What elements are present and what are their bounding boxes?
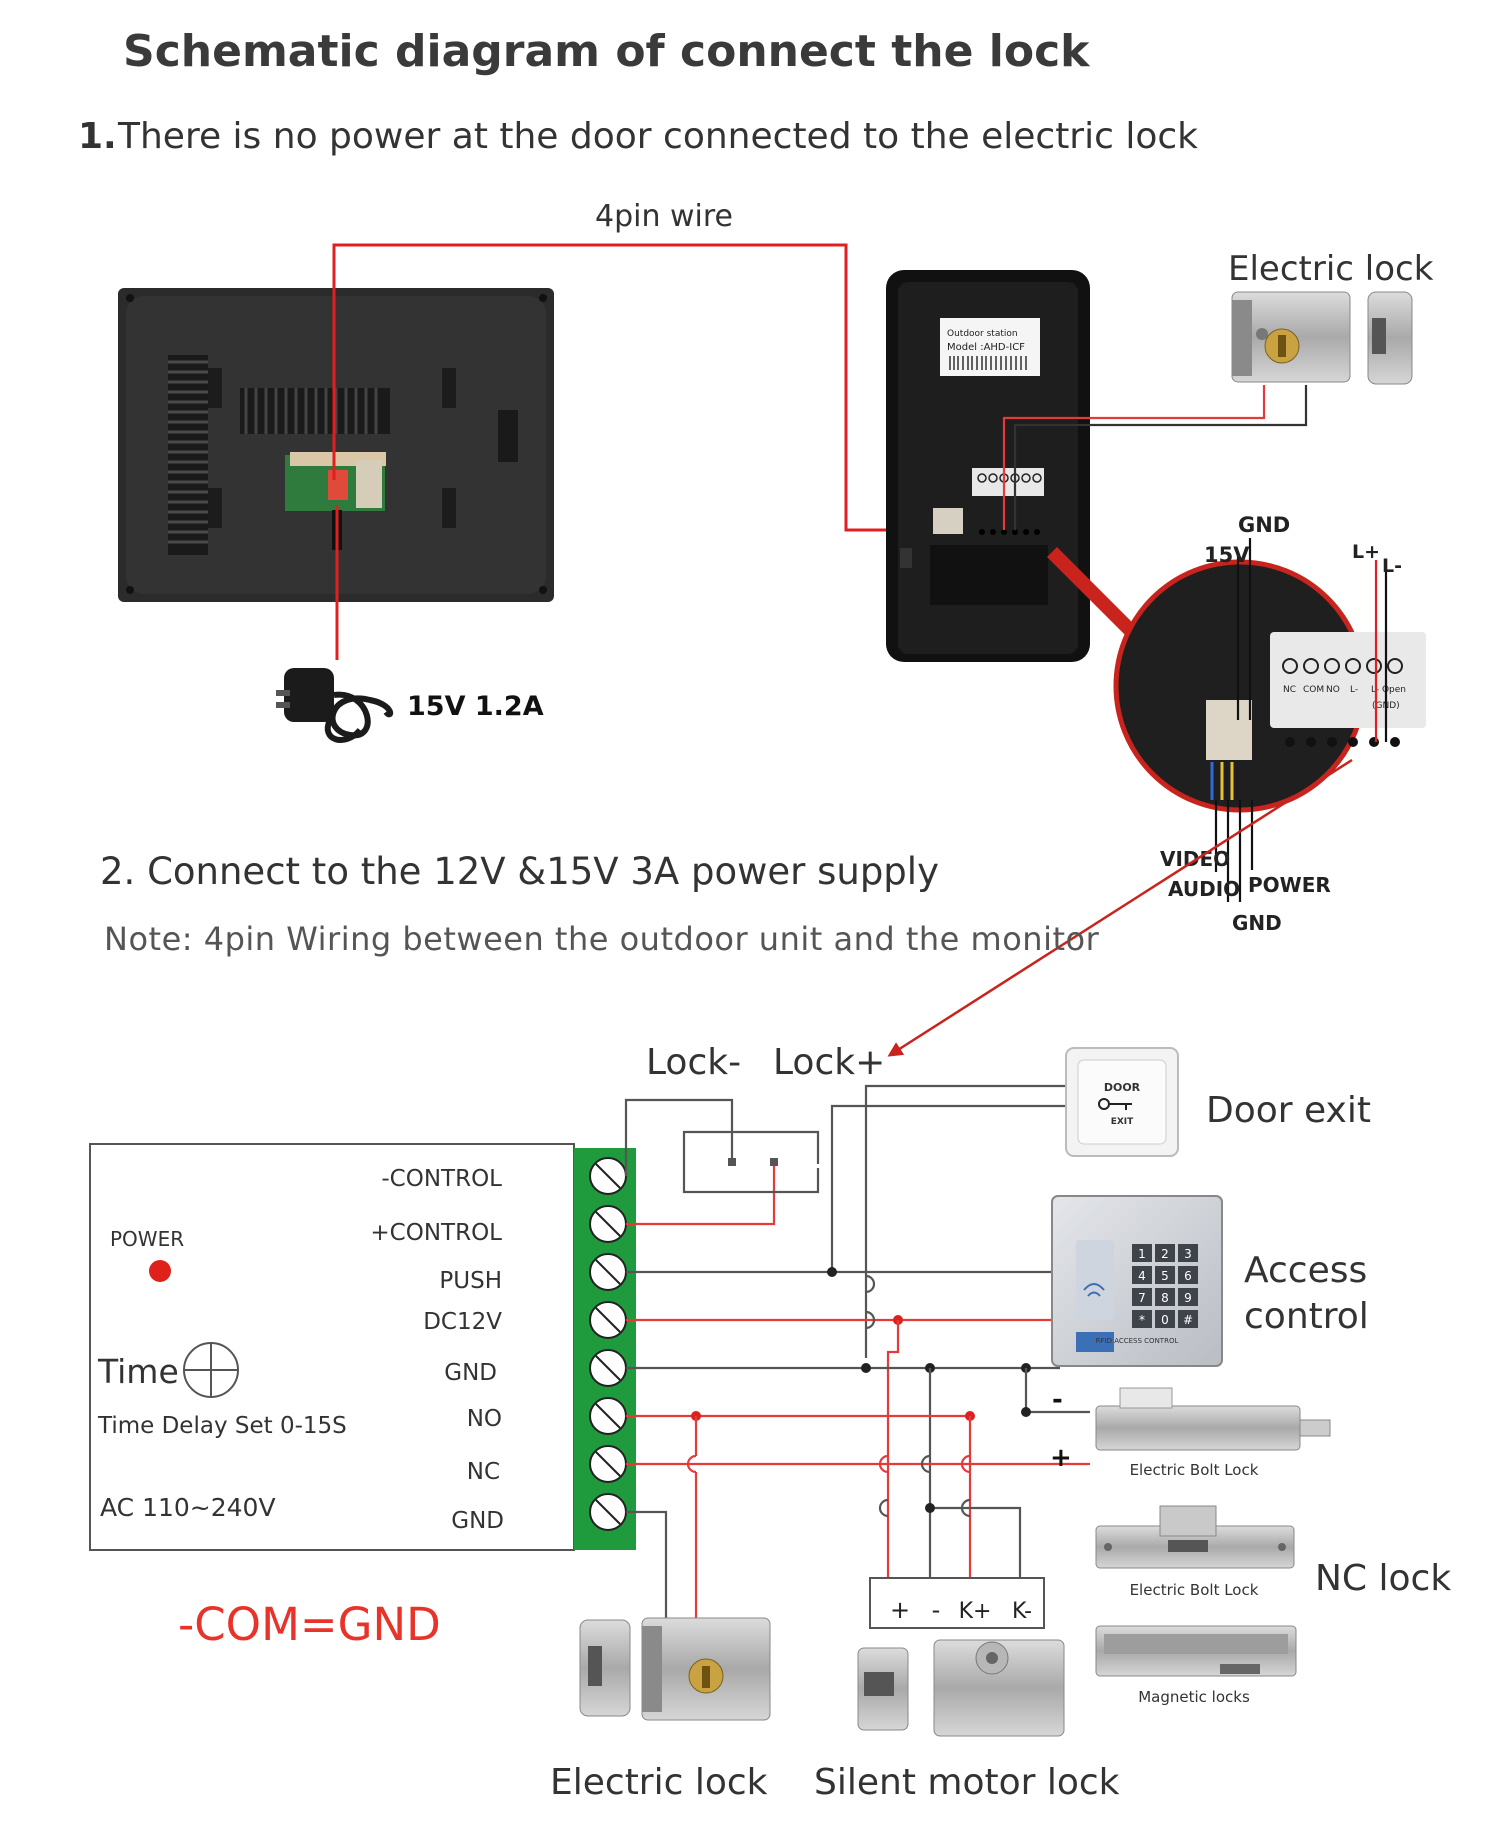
section2-note: Note: 4pin Wiring between the outdoor un… <box>104 920 1100 958</box>
key-3: 3 <box>1184 1247 1192 1261</box>
power-led <box>149 1260 171 1282</box>
door-exit-button-icon <box>1065 1047 1179 1157</box>
lock-minus-label: Lock- <box>646 1042 741 1083</box>
key-8: 8 <box>1161 1291 1169 1305</box>
door-exit-bottom: EXIT <box>1111 1117 1134 1127</box>
key-4: 4 <box>1138 1269 1146 1283</box>
electric-lock-icon-bottom <box>579 1617 771 1721</box>
zoom-terminal-com: COM <box>1303 685 1324 695</box>
controller-power-label: POWER <box>110 1227 184 1251</box>
key-0: 0 <box>1161 1313 1169 1327</box>
terminal-labels: -CONTROL +CONTROL PUSH DC12V GND NO NC G… <box>370 1166 504 1534</box>
terminal-label-gnd1: GND <box>444 1360 497 1386</box>
zoom-terminal-no: NO <box>1326 685 1340 695</box>
magnetic-lock-icon <box>1095 1625 1297 1677</box>
wire-label: 4pin wire <box>595 199 733 234</box>
adapter-label: 15V 1.2A <box>407 691 544 722</box>
access-control-label-2: control <box>1244 1296 1369 1337</box>
time-dial-icon <box>183 1342 239 1398</box>
sticker-line1: Outdoor station <box>947 329 1018 339</box>
nc-lock-label: NC lock <box>1315 1558 1451 1599</box>
key-5: 5 <box>1161 1269 1169 1283</box>
zoom-label-lminus: L- <box>1382 555 1402 577</box>
section1-text: There is no power at the door connected … <box>117 116 1198 157</box>
electric-lock-label-top: Electric lock <box>1228 249 1434 289</box>
zoom-label-power: POWER <box>1248 873 1331 897</box>
terminal-screws <box>589 1157 627 1531</box>
bolt-minus-label: - <box>1052 1385 1063 1415</box>
motor-terminal-minus: - <box>932 1596 941 1624</box>
controller-ac-label: AC 110~240V <box>100 1493 276 1522</box>
keypad-caption: RFID ACCESS CONTROL <box>1096 1337 1179 1345</box>
schematic-wires <box>624 1084 1090 1660</box>
terminal-zoom <box>1113 559 1426 813</box>
zoom-terminal-lminus: L- <box>1350 685 1358 695</box>
motor-terminal-plus: + <box>890 1596 910 1624</box>
zoom-terminal-open: L- Open <box>1371 685 1406 695</box>
power-controller <box>89 1143 636 1551</box>
zoom-label-15v: 15V <box>1204 543 1250 567</box>
silent-motor-lock-icon <box>857 1639 1065 1737</box>
access-control-label-1: Access <box>1244 1250 1367 1291</box>
door-exit-label: Door exit <box>1206 1090 1371 1131</box>
terminal-label-control-plus: +CONTROL <box>370 1220 502 1246</box>
motor-terminal-box <box>869 1577 1045 1629</box>
lock-plus-label: Lock+ <box>773 1042 885 1083</box>
bolt-plus-label: + <box>1050 1443 1072 1473</box>
terminal-label-control-minus: -CONTROL <box>381 1166 502 1192</box>
electric-strike-icon <box>1095 1505 1295 1569</box>
key-9: 9 <box>1184 1291 1192 1305</box>
sticker-line2: Model :AHD-ICF <box>947 342 1025 353</box>
bolt-lock-caption: Electric Bolt Lock <box>1130 1461 1259 1479</box>
motor-terminal-kplus: K+ <box>959 1599 992 1624</box>
key-7: 7 <box>1138 1291 1146 1305</box>
outdoor-station: Outdoor station Model :AHD-ICF <box>886 270 1090 662</box>
silent-motor-lock-label: Silent motor lock <box>814 1762 1120 1803</box>
terminal-label-push: PUSH <box>439 1268 502 1294</box>
key-1: 1 <box>1138 1247 1146 1261</box>
terminal-label-nc: NC <box>467 1459 500 1485</box>
zoom-label-lplus: L+ <box>1352 541 1380 563</box>
com-gnd-note: -COM=GND <box>178 1598 441 1651</box>
zoom-terminal-nc: NC <box>1283 685 1296 695</box>
magnetic-caption: Magnetic locks <box>1138 1688 1250 1706</box>
terminal-label-gnd2: GND <box>451 1508 504 1534</box>
keypad-keys: 1 2 3 4 5 6 7 8 9 * 0 # RFID ACCESS CONT… <box>1096 1244 1198 1345</box>
lock-plus-arrow <box>887 758 1353 1057</box>
power-adapter-icon <box>276 668 394 743</box>
zoom-label-gnd: GND <box>1238 513 1290 537</box>
electric-lock-icon-top <box>1231 291 1413 385</box>
lock-wire-black <box>1013 385 1308 530</box>
key-2: 2 <box>1161 1247 1169 1261</box>
section1-number: 1. <box>78 116 117 157</box>
electric-lock-label-bottom: Electric lock <box>550 1762 768 1803</box>
strike-caption: Electric Bolt Lock <box>1130 1581 1259 1599</box>
key-hash: # <box>1183 1313 1193 1327</box>
controller-delay-label: Time Delay Set 0-15S <box>97 1413 347 1439</box>
four-pin-wire <box>332 243 930 532</box>
key-star: * <box>1139 1313 1145 1327</box>
zoom-label-gnd-bottom: GND <box>1232 911 1282 935</box>
terminal-label-dc12v: DC12V <box>423 1309 502 1335</box>
lock-wire-red <box>1002 385 1266 530</box>
terminal-label-no: NO <box>467 1406 502 1432</box>
electric-bolt-lock-icon <box>1095 1387 1331 1451</box>
door-exit-top: DOOR <box>1104 1081 1141 1094</box>
motor-terminal-kminus: K- <box>1012 1599 1032 1624</box>
section2-title: 2. Connect to the 12V &15V 3A power supp… <box>100 850 939 893</box>
key-6: 6 <box>1184 1269 1192 1283</box>
zoom-label-audio: AUDIO <box>1168 877 1240 901</box>
page-title: Schematic diagram of connect the lock <box>123 26 1091 77</box>
controller-time-label: Time <box>97 1352 179 1391</box>
